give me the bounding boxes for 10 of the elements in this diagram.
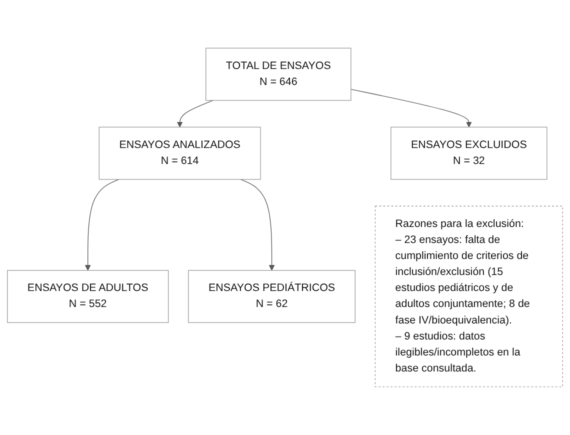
node-box: TOTAL DE ENSAYOS N = 646 <box>206 48 352 101</box>
arrow <box>176 100 214 128</box>
node-box: ENSAYOS ANALIZADOS N = 614 <box>98 126 261 180</box>
node-box: ENSAYOS PEDIÁTRICOS N = 62 <box>188 270 356 323</box>
arrow <box>350 88 472 128</box>
node-box: Razones para la exclusión: – 23 ensayos: falta de cumplimiento de criterios de inclusión/exclusión (15 estudios pediátricos y de adultos conjuntamente; 8 de fase IV/bioequivalencia). – 9 estudios: datos ilegibles/incompletos en la base consultada. <box>374 206 563 388</box>
node-box: ENSAYOS EXCLUIDOS N = 32 <box>390 126 548 180</box>
node-box: ENSAYOS DE ADULTOS N = 552 <box>7 270 169 323</box>
arrow <box>240 179 275 271</box>
arrow <box>84 179 120 271</box>
